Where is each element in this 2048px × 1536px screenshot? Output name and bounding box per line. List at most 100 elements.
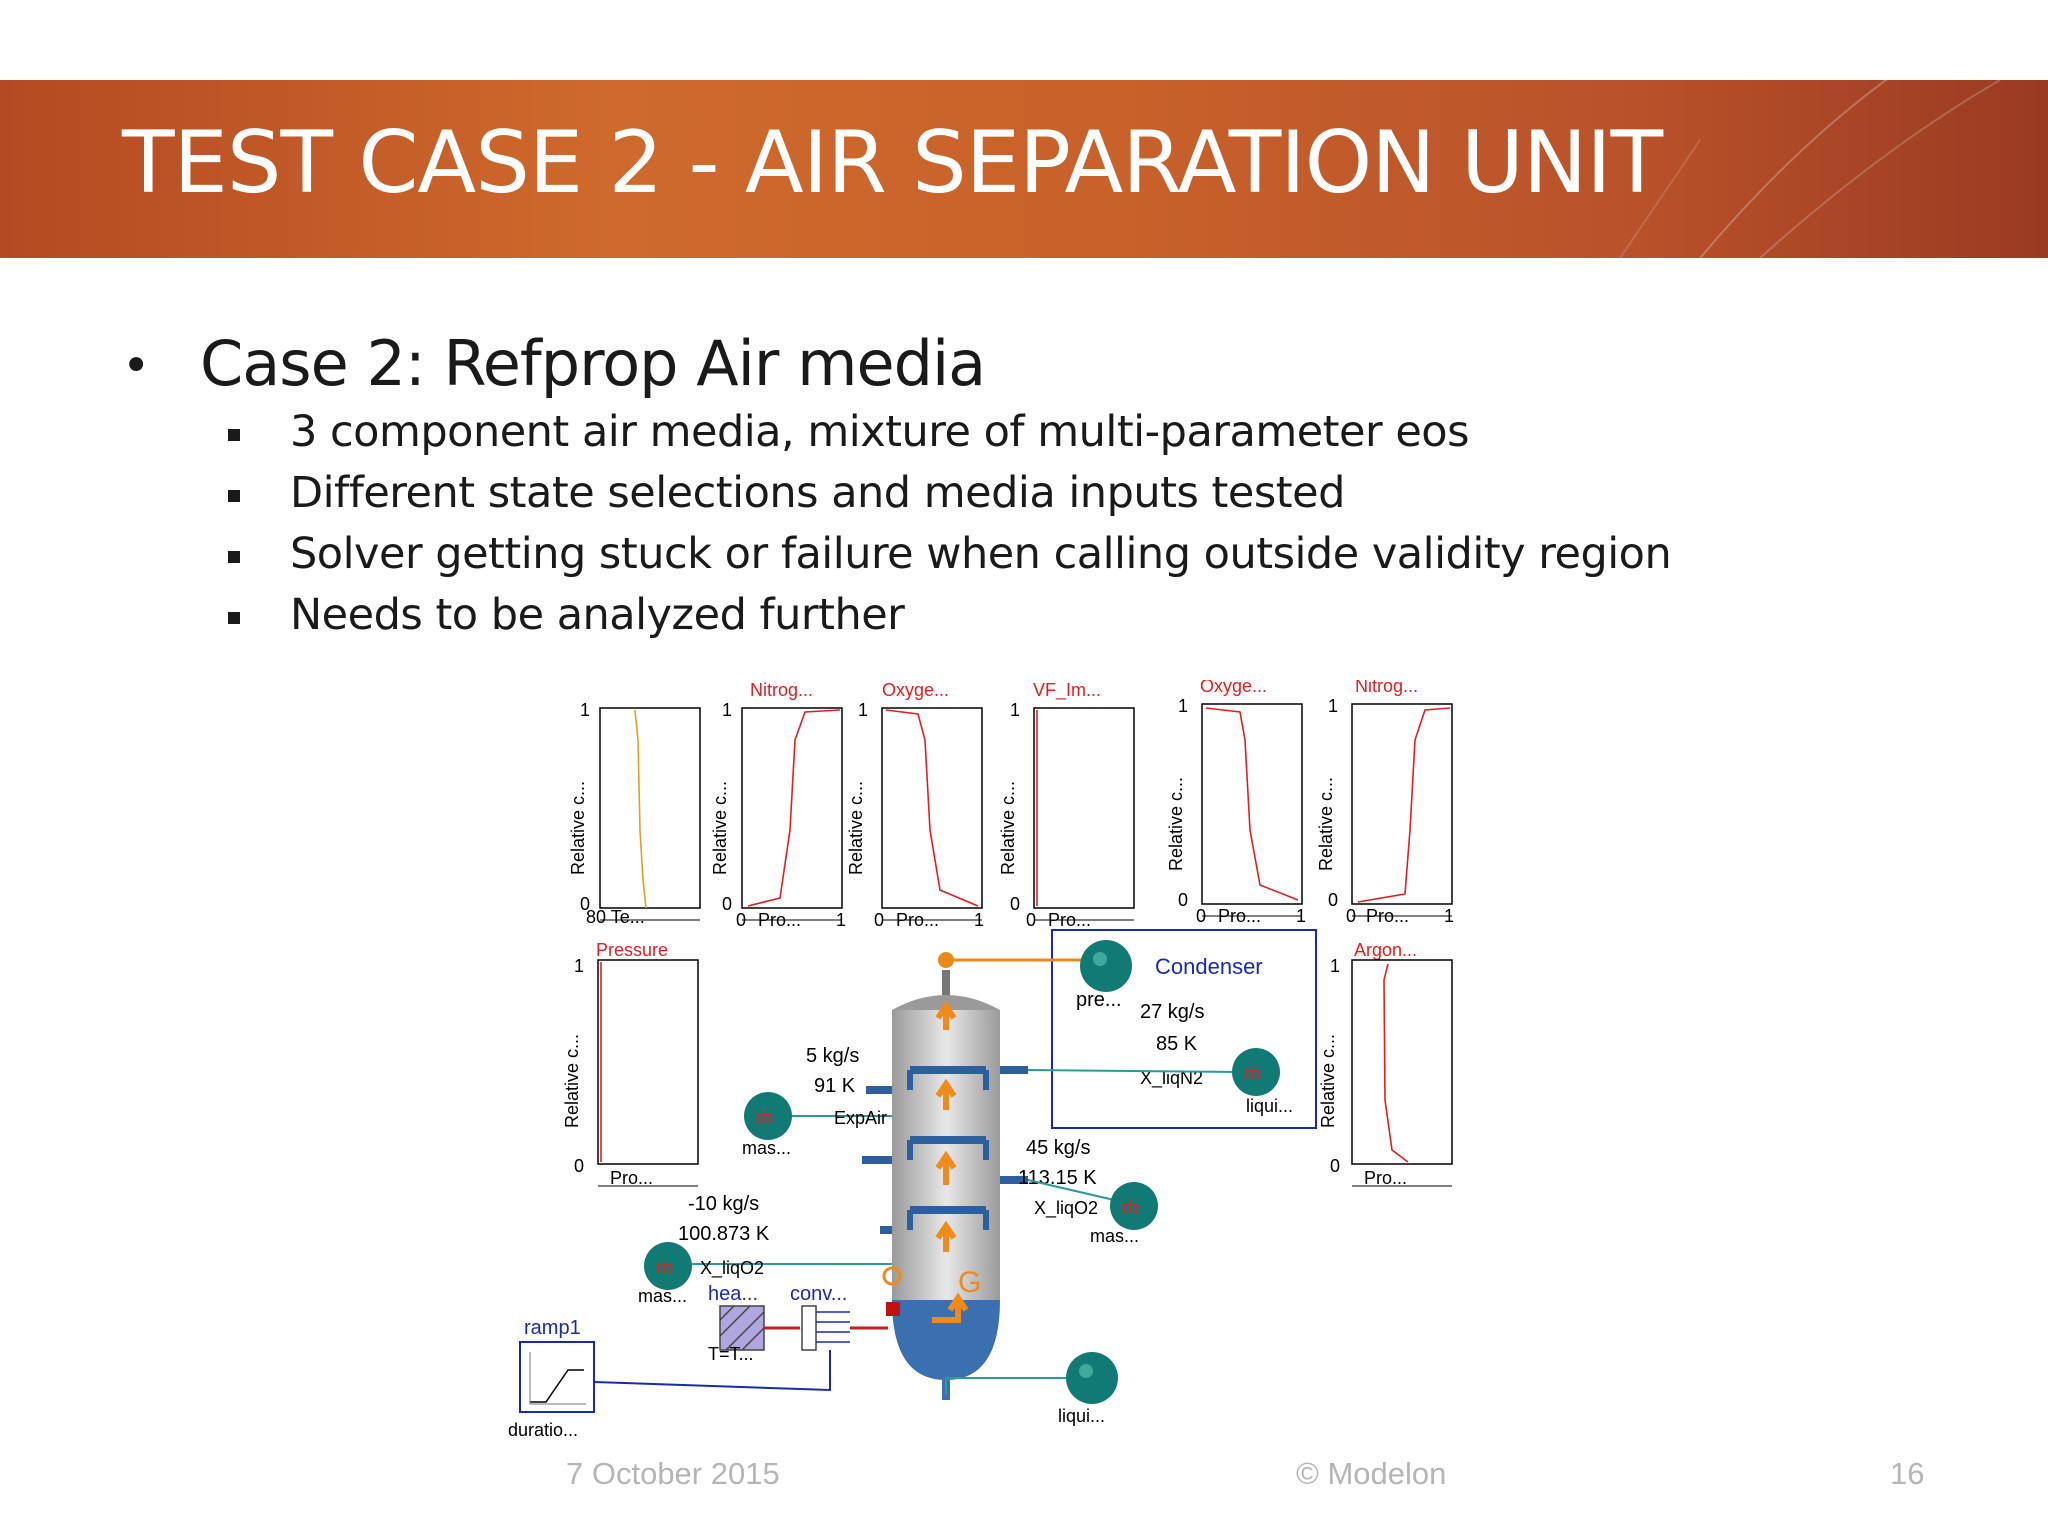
bottom-feed-temp: 100.873 K [678, 1223, 770, 1245]
plot-ytop: 1 [722, 700, 732, 720]
plot-oxygen[interactable]: Oxyge... 1 Relative c... 0 Pro... 1 [846, 680, 984, 930]
condenser-label: Condenser [1155, 954, 1263, 979]
plot-curve [1357, 707, 1451, 903]
plot-ylabel: Relative c... [562, 1034, 582, 1128]
sub-bullet-marker [228, 551, 240, 563]
plot-xleft: 0 [1196, 906, 1206, 926]
plot-nitrogen-2[interactable]: Nitrog... 1 0 Relative c... 0 Pro... 1 [1316, 680, 1454, 926]
sub-bullet-2: Different state selections and media inp… [290, 468, 1345, 518]
footer-copyright: © Modelon [1296, 1456, 1447, 1491]
plot-xright: 1 [1444, 906, 1454, 926]
plot-xlabel: Pro... [1218, 906, 1261, 926]
plot-xlabel: Pro... [610, 1168, 653, 1188]
plot-ytop: 1 [1328, 696, 1338, 716]
middle-feed-port: X_liqO2 [1034, 1198, 1098, 1219]
condenser-port-label: X_liqN2 [1140, 1068, 1203, 1089]
middle-feed-temp: 113.15 K [1018, 1167, 1097, 1189]
plot-curve [1205, 707, 1299, 901]
plot-ytop: 1 [858, 700, 868, 720]
sub-bullet-marker [228, 612, 240, 624]
feed-air-flow: 5 kg/s [806, 1045, 859, 1067]
plot-title: VF_Im... [1033, 680, 1101, 701]
convection-block[interactable]: conv... [790, 1283, 900, 1351]
distillation-column[interactable]: G [862, 970, 1028, 1400]
ramp-label: ramp1 [524, 1317, 581, 1339]
heat-port [886, 1302, 900, 1316]
plot-xleft: 0 [1346, 906, 1356, 926]
plot-nitrogen[interactable]: Nitrog... 1 0 Relative c... 0 Pro... 1 [710, 680, 846, 930]
ramp-param: duratio... [508, 1420, 578, 1440]
plot-title: Nitrog... [750, 680, 813, 700]
bottom-feed-source[interactable]: -10 kg/s 100.873 K ṁ X_liqO2 mas... [638, 1193, 902, 1306]
plot-title: Pressure [596, 940, 668, 960]
mass-flow-icon: ṁ [1122, 1197, 1139, 1219]
condenser-pressure-label: pre... [1076, 989, 1122, 1011]
sub-bullet-4: Needs to be analyzed further [290, 590, 905, 640]
condenser-liquid-source[interactable]: ṁ [1232, 1048, 1280, 1096]
plot-ylabel: Relative c... [1318, 1034, 1338, 1128]
feed-air-temp: 91 K [814, 1075, 856, 1097]
sub-bullet-marker [228, 490, 240, 502]
condenser-block[interactable]: Condenser 27 kg/s 85 K pre... X_liqN2 li… [1051, 929, 1317, 1129]
plot-ytop: 1 [580, 700, 590, 720]
plot-xlabel: 80 Te... [586, 907, 645, 927]
plot-xlabel: Pro... [758, 910, 801, 930]
plot-curve [1383, 963, 1409, 1163]
bottom-feed-port: X_liqO2 [700, 1258, 764, 1279]
feed-air-source[interactable]: 5 kg/s 91 K ṁ ExpAir mas... [742, 1045, 892, 1158]
footer-date: 7 October 2015 [566, 1456, 780, 1491]
plot-ybottom: 0 [1178, 890, 1188, 910]
plot-ytop: 1 [1330, 956, 1340, 976]
liquid-outlet-sink[interactable]: liqui... [945, 1352, 1118, 1426]
title-bar-decoration [1619, 80, 2001, 258]
plot-ybottom: 0 [1010, 894, 1020, 914]
pressure-sink-icon[interactable] [1080, 940, 1132, 992]
heater-label: hea... [708, 1283, 758, 1305]
plot-curve [747, 709, 841, 907]
plot-title: Nitrog... [1355, 680, 1418, 696]
top-port [938, 952, 954, 968]
plot-pressure[interactable]: Pressure 1 0 Relative c... Pro... [562, 940, 699, 1188]
plot-ybottom: 0 [1328, 890, 1338, 910]
plot-ybottom: 0 [1330, 1156, 1340, 1176]
plot-ylabel: Relative c... [846, 781, 866, 875]
condenser-liquid-label: liqui... [1246, 1096, 1293, 1116]
bottom-feed-flow: -10 kg/s [688, 1193, 759, 1215]
mass-flow-icon: ṁ [656, 1257, 673, 1279]
feed-air-port: ExpAir [834, 1108, 887, 1128]
plot-ybottom: 0 [574, 1156, 584, 1176]
bottom-feed-source-label: mas... [638, 1286, 687, 1306]
plot-xright: 1 [974, 910, 984, 930]
heater-block[interactable]: hea... T=T... [708, 1283, 800, 1364]
middle-feed-source[interactable]: 45 kg/s 113.15 K X_liqO2 ṁ mas... [1018, 1137, 1158, 1246]
plot-xright: 1 [836, 910, 846, 930]
plot-vf[interactable]: VF_Im... 1 0 Relative c... 0 Pro... [998, 680, 1135, 930]
plot-xlabel: Pro... [896, 910, 939, 930]
convection-label: conv... [790, 1283, 847, 1305]
plot-curve [634, 709, 647, 909]
plot-argon[interactable]: Argon... 1 0 Relative c... Pro... [1318, 940, 1453, 1188]
plot-ytop: 1 [1010, 700, 1020, 720]
plot-title: Oxyge... [1200, 680, 1267, 696]
plot-ybottom: 0 [580, 894, 590, 914]
sub-bullet-3: Solver getting stuck or failure when cal… [290, 529, 1672, 579]
plot-xright: 1 [1296, 906, 1306, 926]
plot-ylabel: Relative c... [710, 781, 730, 875]
main-bullet: Case 2: Refprop Air media [200, 327, 986, 400]
bullet-dot: • [122, 338, 151, 394]
liquid-return-line [1027, 1069, 1241, 1073]
plot-ytop: 1 [574, 956, 584, 976]
plot-xleft: 0 [874, 910, 884, 930]
condenser-temp: 85 K [1156, 1033, 1198, 1055]
gravity-label: G [958, 1266, 981, 1299]
plot-ytop: 1 [1178, 696, 1188, 716]
mass-flow-icon: ṁ [1244, 1063, 1261, 1085]
ramp-block[interactable]: ramp1 duratio... [508, 1317, 831, 1440]
sub-bullet-marker [228, 429, 240, 441]
plot-temperature[interactable]: 1 0 Relative c... 80 Te... [568, 700, 701, 927]
plot-ybottom: 0 [722, 894, 732, 914]
plot-title: Oxyge... [882, 680, 949, 700]
title-bar: TEST CASE 2 - AIR SEPARATION UNIT [0, 80, 2048, 258]
plot-oxygen-2[interactable]: Oxyge... 1 0 Relative c... 0 Pro... 1 [1166, 680, 1306, 926]
condenser-flow: 27 kg/s [1140, 1001, 1204, 1023]
